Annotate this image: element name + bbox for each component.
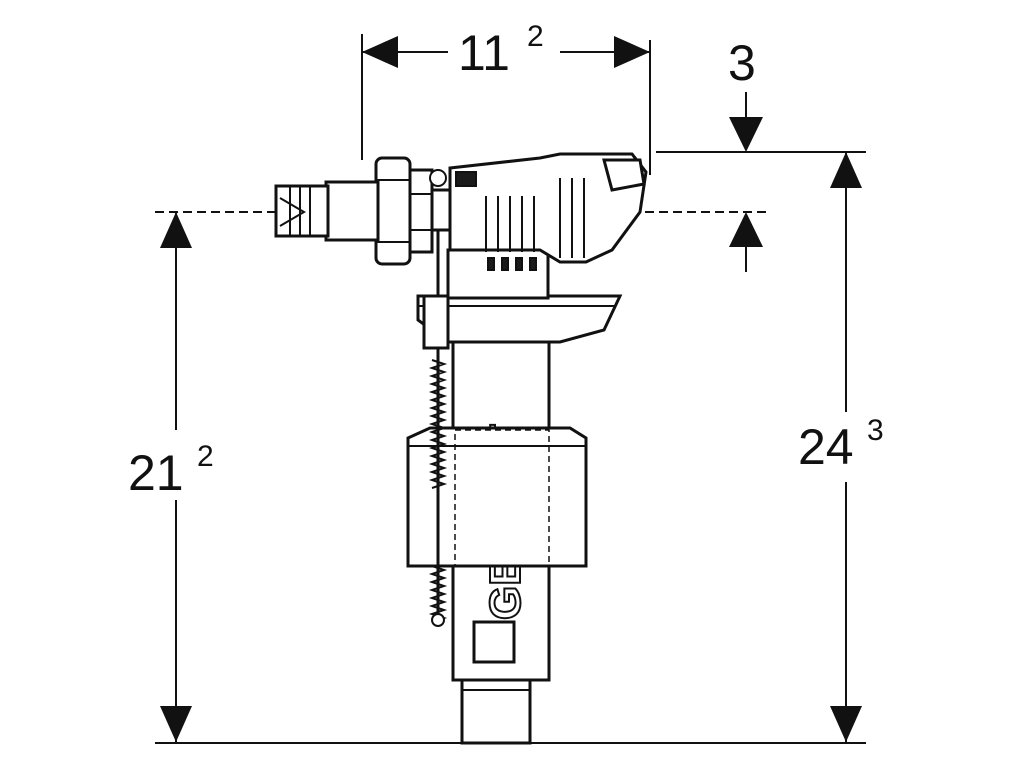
rod-clip <box>422 294 450 350</box>
dimension-width-top: 11 2 <box>361 20 651 175</box>
inlet-thread-lines <box>289 186 311 236</box>
connector-body <box>324 180 380 242</box>
dimension-left-sup: 2 <box>197 440 214 473</box>
fill-valve-drawing: GEBERIT <box>274 152 648 745</box>
head-ribs <box>485 178 585 258</box>
rod-end <box>431 613 445 627</box>
dimension-width-value: 11 <box>458 25 510 81</box>
tooth <box>515 257 523 271</box>
arrow-up-left-icon <box>160 212 192 248</box>
dimension-left-value: 21 <box>128 445 184 501</box>
rod-thread-lower <box>428 565 448 623</box>
dimension-height-right: 24 3 <box>794 152 904 742</box>
float-body <box>406 426 588 568</box>
dimension-offset-value: 3 <box>728 35 756 91</box>
rod-top-screw <box>429 169 447 187</box>
rod-thread-upper <box>428 359 448 489</box>
logo-square-icon <box>472 620 516 664</box>
dimension-offset-top: 3 <box>656 35 866 272</box>
head-cap <box>602 158 646 192</box>
nut-body <box>374 156 412 266</box>
arrow-down-right-icon <box>830 706 862 742</box>
adjustment-rod <box>428 215 448 627</box>
arrow-down-icon <box>729 117 763 152</box>
arrow-left-icon <box>362 36 398 68</box>
tooth <box>501 257 509 271</box>
tooth <box>529 257 537 271</box>
inlet-chevron <box>279 197 306 227</box>
arrow-down-left-icon <box>160 706 192 742</box>
bottom-pipe <box>460 676 532 745</box>
float-inner-outline <box>454 429 550 567</box>
connecting-post <box>430 188 452 232</box>
arrow-up-right-icon <box>830 152 862 188</box>
dimension-right-value: 24 <box>798 419 854 475</box>
dimension-right-sup: 3 <box>867 414 884 447</box>
label-backdrop <box>448 22 560 78</box>
upper-cup <box>416 294 623 344</box>
arrow-up-icon <box>729 212 763 247</box>
arrow-right-icon <box>614 36 650 68</box>
dimension-width-sup: 2 <box>527 20 544 53</box>
neck-teeth <box>487 257 537 271</box>
label-backdrop-right <box>794 412 904 482</box>
head-top-block <box>455 171 477 187</box>
nut-collar <box>408 168 434 254</box>
dimension-height-left: 21 2 <box>124 212 228 742</box>
tooth <box>487 257 495 271</box>
label-backdrop-left <box>124 430 228 500</box>
inlet-connector <box>274 180 380 242</box>
union-nut <box>374 156 434 266</box>
